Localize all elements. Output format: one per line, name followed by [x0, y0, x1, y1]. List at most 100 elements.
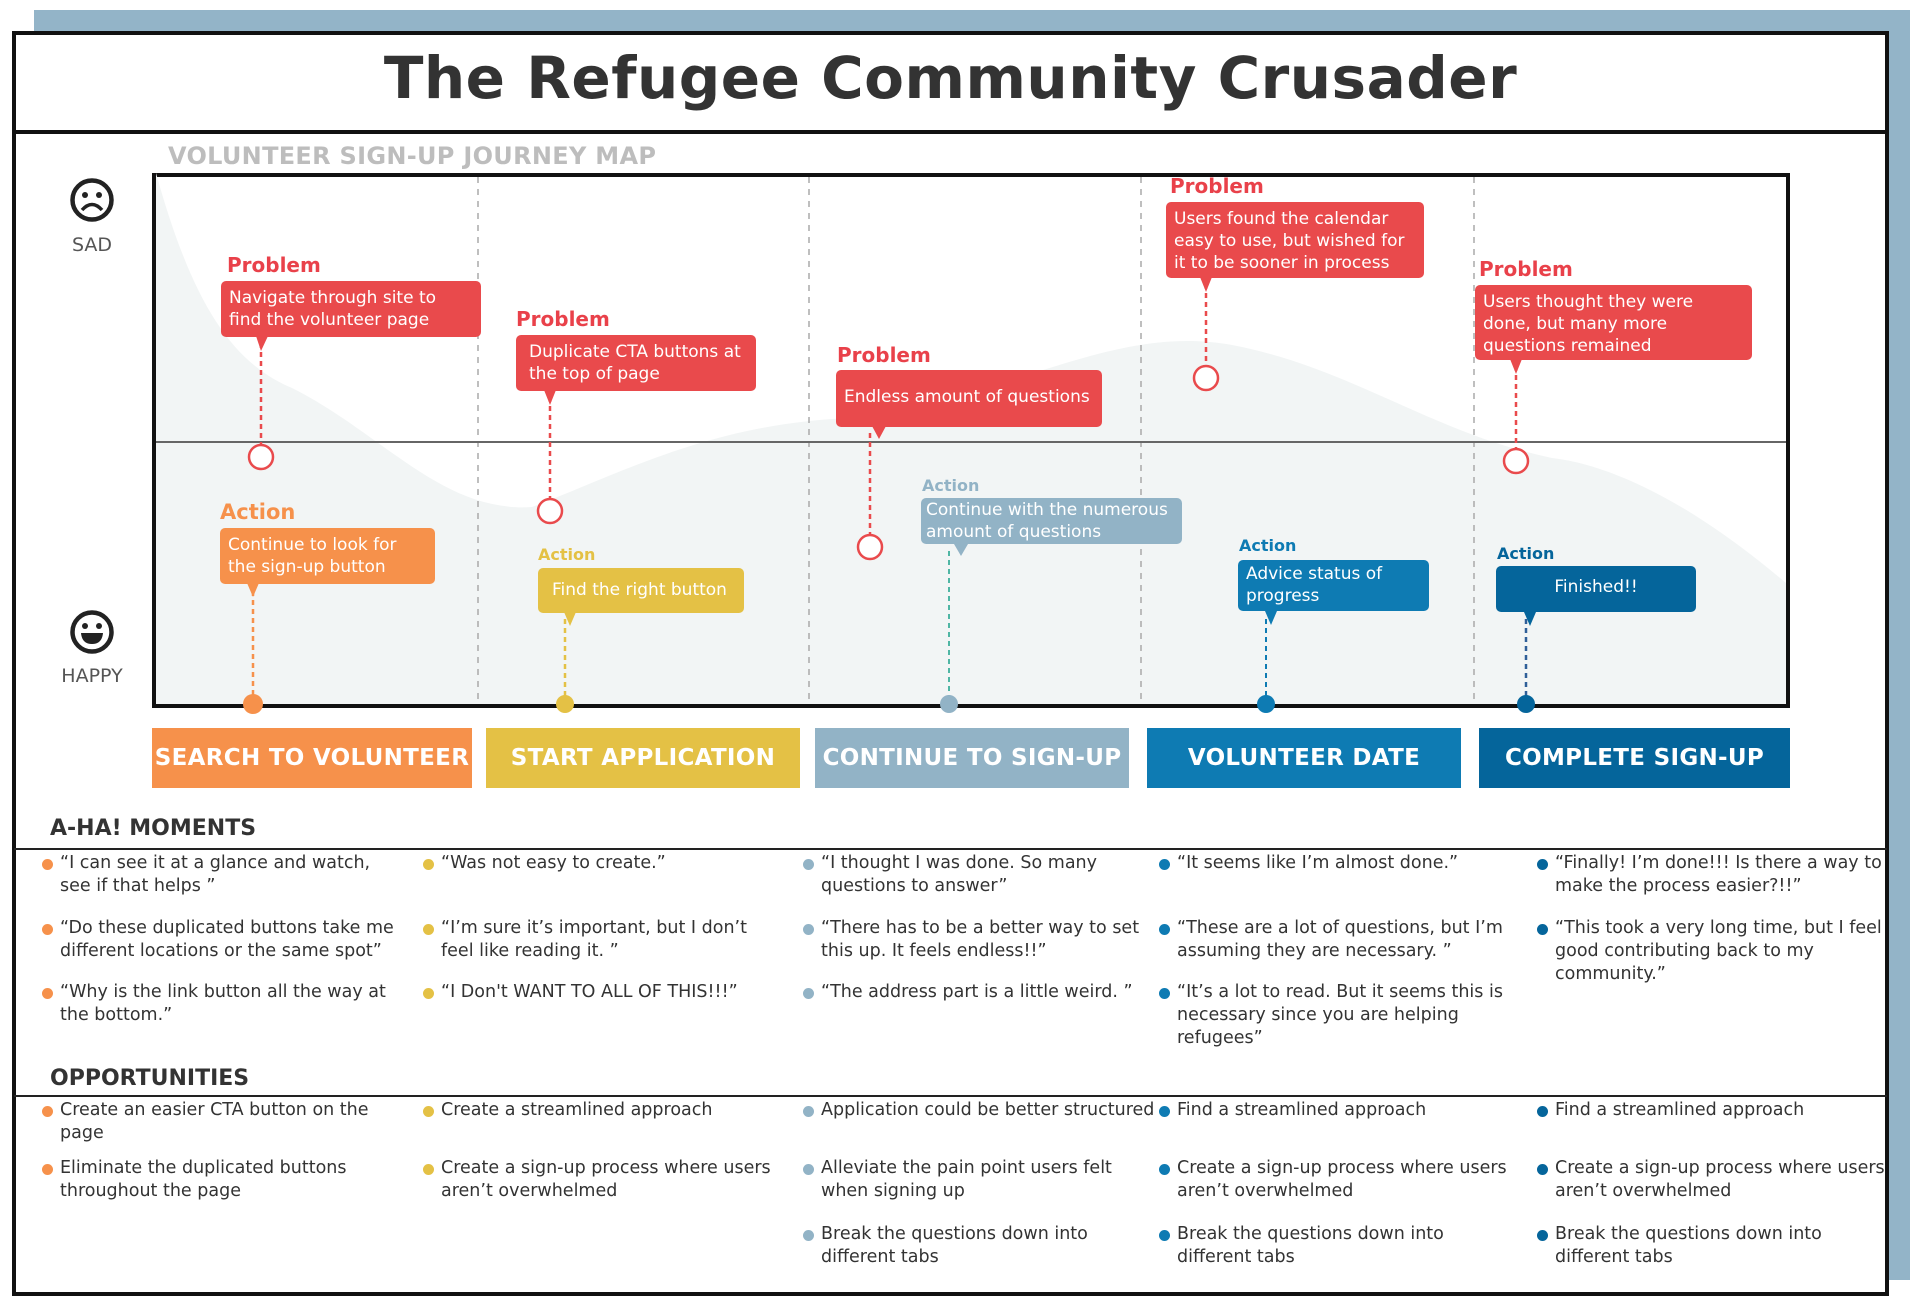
bullet-dot-icon: [803, 859, 814, 870]
bullet-dot-icon: [1159, 988, 1170, 999]
aha-moment-item-text: “There has to be a better way to set thi…: [821, 918, 1140, 961]
bullet-dot-icon: [1537, 1106, 1548, 1117]
sad-face-icon: [70, 178, 114, 222]
aha-moment-item-text: “Do these duplicated buttons take me dif…: [60, 918, 394, 961]
bullet-dot-icon: [42, 1164, 53, 1175]
aha-divider: [14, 848, 1887, 850]
bullet-dot-icon: [423, 859, 434, 870]
aha-moment-item-text: “Was not easy to create.”: [441, 853, 666, 873]
problem-text: Users found the calendar easy to use, bu…: [1174, 209, 1405, 273]
aha-moment-item: “I’m sure it’s important, but I don’t fe…: [423, 917, 783, 963]
title-band: [12, 31, 1889, 134]
bubble-tail: [544, 390, 556, 405]
aha-moment-item-text: “Finally! I’m done!!! Is there a way to …: [1555, 853, 1882, 896]
bullet-dot-icon: [803, 924, 814, 935]
opportunity-item: Break the questions down into different …: [1159, 1223, 1519, 1269]
action-text: Advice status of progress: [1246, 564, 1383, 606]
action-marker: [1257, 695, 1275, 713]
action-text: Continue to look for the sign-up button: [228, 535, 397, 577]
bubble-tail: [1510, 359, 1522, 374]
aha-moment-item-text: “It seems like I’m almost done.”: [1177, 853, 1459, 873]
action-bubble: Finished!!: [1496, 566, 1696, 612]
action-label: Action: [1239, 536, 1297, 555]
stage-continue-to-sign-up[interactable]: CONTINUE TO SIGN-UP: [815, 728, 1129, 788]
opportunity-item: Find a streamlined approach: [1159, 1099, 1519, 1122]
problem-marker: [536, 497, 564, 525]
aha-moment-item: “Why is the link button all the way at t…: [42, 981, 402, 1027]
opportunity-item-text: Create a sign-up process where users are…: [1555, 1158, 1885, 1201]
stage-start-application[interactable]: START APPLICATION: [486, 728, 800, 788]
bullet-dot-icon: [1159, 1164, 1170, 1175]
action-bubble: Continue with the numerous amount of que…: [921, 498, 1182, 544]
opportunity-item: Find a streamlined approach: [1537, 1099, 1897, 1122]
aha-moment-item: “These are a lot of questions, but I’m a…: [1159, 917, 1519, 963]
aha-moment-item: “Do these duplicated buttons take me dif…: [42, 917, 402, 963]
aha-moment-item-text: “I’m sure it’s important, but I don’t fe…: [441, 918, 747, 961]
aha-moment-item: “It seems like I’m almost done.”: [1159, 852, 1519, 875]
bullet-dot-icon: [1159, 1230, 1170, 1241]
aha-moment-item-text: “This took a very long time, but I feel …: [1555, 918, 1882, 984]
action-label: Action: [1497, 544, 1555, 563]
aha-moment-item: “There has to be a better way to set thi…: [803, 917, 1163, 963]
aha-moment-item-text: “The address part is a little weird. ”: [821, 982, 1133, 1002]
problem-marker: [1192, 364, 1220, 392]
problem-text: Endless amount of questions: [844, 387, 1090, 407]
aha-moment-item-text: “I can see it at a glance and watch, see…: [60, 853, 371, 896]
opportunity-item-text: Break the questions down into different …: [1177, 1224, 1444, 1267]
stage-volunteer-date[interactable]: VOLUNTEER DATE: [1147, 728, 1461, 788]
opportunity-item: Break the questions down into different …: [803, 1223, 1163, 1269]
emotion-curve: [156, 173, 1786, 704]
opportunity-item-text: Create an easier CTA button on the page: [60, 1100, 369, 1143]
opportunity-item: Create a sign-up process where users are…: [1159, 1157, 1519, 1203]
opportunities-divider: [14, 1095, 1887, 1097]
journey-chart-svg: [156, 173, 1786, 714]
bullet-dot-icon: [803, 1230, 814, 1241]
aha-moment-item: “This took a very long time, but I feel …: [1537, 917, 1897, 986]
opportunity-item: Create a sign-up process where users are…: [1537, 1157, 1897, 1203]
stage-search-to-volunteer[interactable]: SEARCH TO VOLUNTEER: [152, 728, 472, 788]
opportunity-item-text: Break the questions down into different …: [821, 1224, 1088, 1267]
action-label: Action: [220, 500, 296, 524]
opportunity-item: Break the questions down into different …: [1537, 1223, 1897, 1269]
problem-label: Problem: [1170, 174, 1264, 198]
aha-moment-item-text: “I thought I was done. So many questions…: [821, 853, 1098, 896]
opportunity-item-text: Eliminate the duplicated buttons through…: [60, 1158, 347, 1201]
problem-bubble: Endless amount of questions: [836, 370, 1102, 427]
bullet-dot-icon: [1537, 924, 1548, 935]
problem-label: Problem: [1479, 257, 1573, 281]
bullet-dot-icon: [803, 988, 814, 999]
aha-moment-item: “Was not easy to create.”: [423, 852, 783, 875]
bullet-dot-icon: [423, 1164, 434, 1175]
problem-marker: [247, 443, 275, 471]
opportunity-item-text: Application could be better structured: [821, 1100, 1155, 1120]
journey-map-subtitle: VOLUNTEER SIGN-UP JOURNEY MAP: [168, 142, 657, 170]
action-text: Continue with the numerous amount of que…: [926, 500, 1168, 542]
opportunity-item-text: Find a streamlined approach: [1177, 1100, 1427, 1120]
opportunity-item-text: Alleviate the pain point users felt when…: [821, 1158, 1112, 1201]
bubble-tail: [564, 612, 576, 626]
aha-moment-item-text: “It’s a lot to read. But it seems this i…: [1177, 982, 1503, 1048]
aha-moment-item: “It’s a lot to read. But it seems this i…: [1159, 981, 1519, 1050]
aha-moment-item: “The address part is a little weird. ”: [803, 981, 1163, 1004]
action-text: Finished!!: [1554, 577, 1638, 597]
problem-marker: [1502, 447, 1530, 475]
opportunity-item-text: Find a streamlined approach: [1555, 1100, 1805, 1120]
action-bubble: Find the right button: [538, 568, 744, 613]
opportunity-item: Create an easier CTA button on the page: [42, 1099, 402, 1145]
bullet-dot-icon: [423, 1106, 434, 1117]
aha-moment-item: “I can see it at a glance and watch, see…: [42, 852, 402, 898]
problem-label: Problem: [516, 307, 610, 331]
opportunity-item-text: Break the questions down into different …: [1555, 1224, 1822, 1267]
problem-bubble: Navigate through site to find the volunt…: [221, 281, 481, 337]
aha-moments-heading: A-HA! MOMENTS: [50, 816, 257, 841]
opportunity-item-text: Create a streamlined approach: [441, 1100, 713, 1120]
bullet-dot-icon: [1537, 1230, 1548, 1241]
stage-complete-sign-up[interactable]: COMPLETE SIGN-UP: [1479, 728, 1790, 788]
happy-face-icon: [70, 610, 114, 654]
problem-bubble: Duplicate CTA buttons at the top of page: [516, 335, 756, 391]
opportunity-item-text: Create a sign-up process where users are…: [441, 1158, 771, 1201]
problem-bubble: Users found the calendar easy to use, bu…: [1166, 202, 1424, 278]
opportunity-item: Create a sign-up process where users are…: [423, 1157, 783, 1203]
bubble-tail: [954, 544, 968, 556]
aha-moment-item: “Finally! I’m done!!! Is there a way to …: [1537, 852, 1897, 898]
